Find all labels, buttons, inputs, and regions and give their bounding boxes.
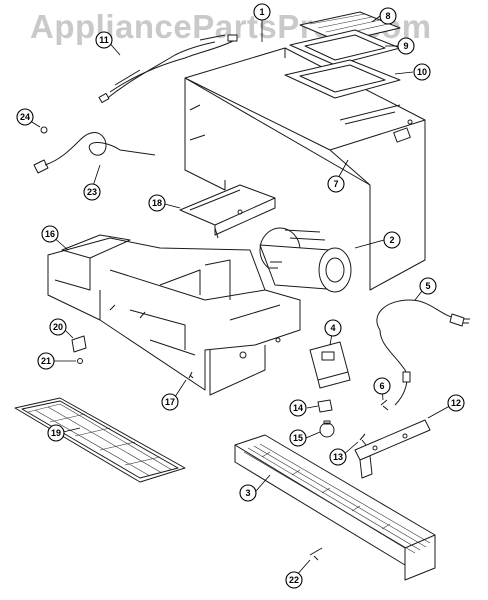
- callout-label: 7: [333, 179, 338, 189]
- callout-label: 6: [379, 381, 384, 391]
- callout-23: 23: [83, 183, 101, 201]
- callout-label: 5: [425, 281, 430, 291]
- part-screw-17[interactable]: [188, 371, 194, 379]
- callout-label: 4: [330, 323, 335, 333]
- callout-label: 9: [403, 41, 408, 51]
- part-screw-6[interactable]: [380, 399, 389, 411]
- part-blower-motor[interactable]: [259, 227, 352, 293]
- callout-17: 17: [161, 393, 179, 411]
- part-grease-filter[interactable]: [14, 397, 186, 483]
- callout-label: 14: [293, 403, 303, 413]
- callout-label: 17: [165, 397, 175, 407]
- callout-4: 4: [324, 319, 342, 337]
- callout-label: 21: [41, 356, 51, 366]
- callout-15: 15: [289, 429, 307, 447]
- callout-label: 19: [51, 428, 61, 438]
- callout-22: 22: [285, 571, 303, 589]
- part-power-cord[interactable]: [376, 299, 470, 406]
- callout-label: 20: [53, 322, 63, 332]
- callout-label: 8: [385, 11, 390, 21]
- callout-11: 11: [95, 31, 113, 49]
- part-thermal-switch[interactable]: [33, 126, 49, 174]
- callout-label: 10: [417, 67, 427, 77]
- callout-10: 10: [413, 63, 431, 81]
- part-front-grille[interactable]: [234, 434, 436, 581]
- part-lamp-socket[interactable]: [317, 399, 333, 413]
- part-screw-13[interactable]: [359, 433, 367, 446]
- part-switch-screw[interactable]: [77, 358, 83, 364]
- callout-12: 12: [447, 394, 465, 412]
- part-control-board[interactable]: [179, 184, 276, 239]
- callout-label: 12: [451, 398, 461, 408]
- part-light-bulb[interactable]: [319, 420, 335, 438]
- callout-2: 2: [383, 231, 401, 249]
- callout-5: 5: [419, 277, 437, 295]
- part-screw-22[interactable]: [309, 547, 323, 561]
- part-interlock-switch[interactable]: [71, 335, 87, 353]
- callout-19: 19: [47, 424, 65, 442]
- part-base-tray[interactable]: [47, 234, 301, 396]
- callout-24: 24: [16, 108, 34, 126]
- callout-6: 6: [373, 377, 391, 395]
- callout-3: 3: [239, 484, 257, 502]
- callout-label: 15: [293, 433, 303, 443]
- callout-13: 13: [329, 448, 347, 466]
- part-cabinet[interactable]: [184, 47, 426, 291]
- callout-label: 13: [333, 452, 343, 462]
- callout-16: 16: [41, 225, 59, 243]
- callout-20: 20: [49, 318, 67, 336]
- callout-7: 7: [327, 175, 345, 193]
- part-lamp-socket-housing[interactable]: [309, 341, 351, 389]
- callout-label: 1: [259, 7, 264, 17]
- part-filter-gasket[interactable]: [284, 59, 401, 125]
- callout-18: 18: [148, 194, 166, 212]
- callout-label: 23: [87, 187, 97, 197]
- part-wiring-harness[interactable]: [98, 34, 238, 104]
- part-cord-bracket[interactable]: [354, 419, 431, 479]
- callout-8: 8: [379, 7, 397, 25]
- part-wire-lead[interactable]: [44, 132, 156, 166]
- callout-label: 2: [389, 235, 394, 245]
- callout-1: 1: [253, 3, 271, 21]
- callout-label: 24: [20, 112, 30, 122]
- callout-14: 14: [289, 399, 307, 417]
- callout-label: 11: [99, 35, 109, 45]
- callout-21: 21: [37, 352, 55, 370]
- callout-9: 9: [397, 37, 415, 55]
- callout-label: 16: [45, 229, 55, 239]
- callout-label: 22: [289, 575, 299, 585]
- callout-label: 18: [152, 198, 162, 208]
- callout-label: 3: [245, 488, 250, 498]
